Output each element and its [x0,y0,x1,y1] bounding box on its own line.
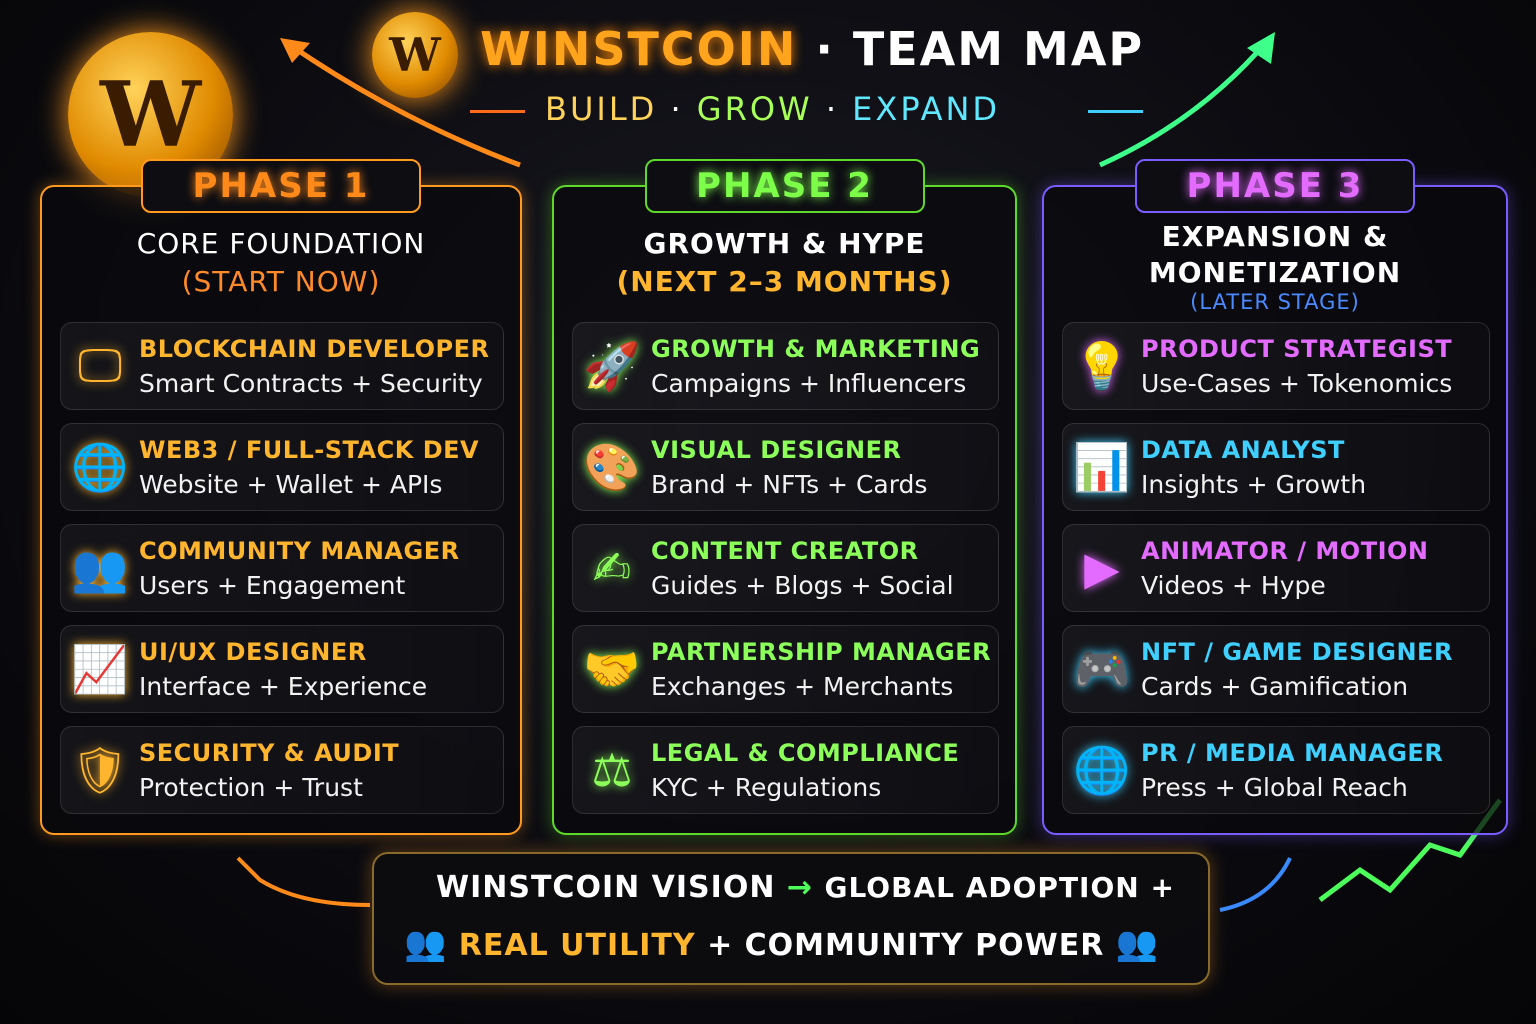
community-purple-icon: 👥 [1115,924,1160,964]
role-card[interactable]: 🎨 VISUAL DESIGNER Brand + NFTs + Cards [572,423,999,511]
play-icon: ▶ [1084,541,1120,595]
role-description: Videos + Hype [1141,570,1326,600]
role-title: NFT / GAME DESIGNER [1141,637,1453,666]
role-card[interactable]: 🛡 SECURITY & AUDIT Protection + Trust [60,726,504,814]
role-description: Use-Cases + Tokenomics [1141,368,1453,398]
lightbulb-icon: 💡 [1073,338,1131,393]
arrow-right-decoration [470,110,525,113]
globe-icon: 🌐 [1073,742,1131,797]
shield-icon: 🛡 [70,742,130,797]
role-description: KYC + Regulations [651,772,882,802]
phase-1-tab: PHASE 1 [141,159,421,213]
role-title: VISUAL DESIGNER [651,435,902,464]
role-card[interactable]: 📈 UI/UX DESIGNER Interface + Experience [60,625,504,713]
role-description: Brand + NFTs + Cards [651,469,928,499]
vision-banner: WINSTCOIN VISION → GLOBAL ADOPTION + 👥 R… [372,852,1210,985]
role-card[interactable]: 🌐 WEB3 / FULL-STACK DEV Website + Wallet… [60,423,504,511]
role-card[interactable]: 🎮 NFT / GAME DESIGNER Cards + Gamificati… [1062,625,1490,713]
role-card[interactable]: 🚀 GROWTH & MARKETING Campaigns + Influen… [572,322,999,410]
phase-heading: CORE FOUNDATION [136,227,426,260]
role-description: Smart Contracts + Security [139,368,483,398]
role-title: WEB3 / FULL-STACK DEV [139,435,480,464]
arrow-left-decoration [1088,110,1143,113]
role-card[interactable]: 💡 PRODUCT STRATEGIST Use-Cases + Tokenom… [1062,322,1490,410]
page-title: WINSTCOIN · TEAM MAP [480,22,1145,76]
role-description: Press + Global Reach [1141,772,1408,802]
role-title: BLOCKCHAIN DEVELOPER [139,334,490,363]
vision-label: WINSTCOIN VISION [436,870,776,905]
phase-timing-note: (NEXT 2–3 MONTHS) [616,265,953,298]
role-description: Protection + Trust [139,772,363,802]
role-card[interactable]: 🖵 BLOCKCHAIN DEVELOPER Smart Contracts +… [60,322,504,410]
role-title: PARTNERSHIP MANAGER [651,637,992,666]
vision-line1: GLOBAL ADOPTION + [824,871,1175,904]
role-title: GROWTH & MARKETING [651,334,981,363]
community-green-icon: 👥 [404,924,448,964]
handshake-icon: 🤝 [583,641,641,696]
role-title: DATA ANALYST [1141,435,1345,464]
phase-1-panel: PHASE 1 CORE FOUNDATION (START NOW) 🖵 BLO… [40,159,522,835]
vision-highlight: REAL UTILITY [458,928,696,963]
phase-3-panel: PHASE 3 EXPANSION & MONETIZATION (LATER S… [1042,159,1508,835]
role-card[interactable]: ✍ CONTENT CREATOR Guides + Blogs + Socia… [572,524,999,612]
role-title: PR / MEDIA MANAGER [1141,738,1444,767]
role-card[interactable]: ⚖ LEGAL & COMPLIANCE KYC + Regulations [572,726,999,814]
role-title: LEGAL & COMPLIANCE [651,738,960,767]
monitor-icon: 🖵 [77,338,123,392]
phase-timing-note: (START NOW) [181,265,381,298]
role-card[interactable]: 📊 DATA ANALYST Insights + Growth [1062,423,1490,511]
page-subtitle: BUILD · GROW · EXPAND [545,90,1001,128]
pen-icon: ✍ [592,541,632,595]
phase-2-tab: PHASE 2 [644,159,925,213]
scales-icon: ⚖ [591,743,633,797]
role-description: Insights + Growth [1141,469,1367,499]
users-icon: 👥 [71,540,129,595]
arrow-right-icon: → [786,870,814,905]
role-description: Campaigns + Influencers [651,368,967,398]
phase-2-panel: PHASE 2 GROWTH & HYPE (NEXT 2–3 MONTHS) 🚀… [552,159,1017,835]
role-description: Interface + Experience [139,671,428,701]
role-title: ANIMATOR / MOTION [1141,536,1429,565]
role-card[interactable]: 👥 COMMUNITY MANAGER Users + Engagement [60,524,504,612]
rocket-icon: 🚀 [583,338,641,393]
role-description: Exchanges + Merchants [651,671,954,701]
role-title: COMMUNITY MANAGER [139,536,460,565]
role-card[interactable]: 🤝 PARTNERSHIP MANAGER Exchanges + Mercha… [572,625,999,713]
role-title: SECURITY & AUDIT [139,738,400,767]
phase-heading: GROWTH & HYPE [643,227,926,260]
phase-timing-note: (LATER STAGE) [1190,290,1360,314]
role-description: Cards + Gamification [1141,671,1409,701]
role-description: Website + Wallet + APIs [139,469,443,499]
role-description: Users + Engagement [139,570,406,600]
palette-icon: 🎨 [583,439,641,494]
role-card[interactable]: ▶ ANIMATOR / MOTION Videos + Hype [1062,524,1490,612]
role-title: PRODUCT STRATEGIST [1141,334,1453,363]
globe-icon: 🌐 [71,439,129,494]
bar-chart-icon: 📊 [1073,439,1131,494]
gamepad-icon: 🎮 [1073,641,1131,696]
winstcoin-logo-icon: W [372,12,458,98]
phase-3-tab: PHASE 3 [1135,159,1415,213]
vision-line2: + COMMUNITY POWER [707,928,1105,963]
role-card[interactable]: 🌐 PR / MEDIA MANAGER Press + Global Reac… [1062,726,1490,814]
role-description: Guides + Blogs + Social [651,570,954,600]
design-chart-icon: 📈 [71,641,129,696]
role-title: CONTENT CREATOR [651,536,919,565]
phase-heading: EXPANSION & MONETIZATION [1148,220,1402,289]
role-title: UI/UX DESIGNER [139,637,367,666]
